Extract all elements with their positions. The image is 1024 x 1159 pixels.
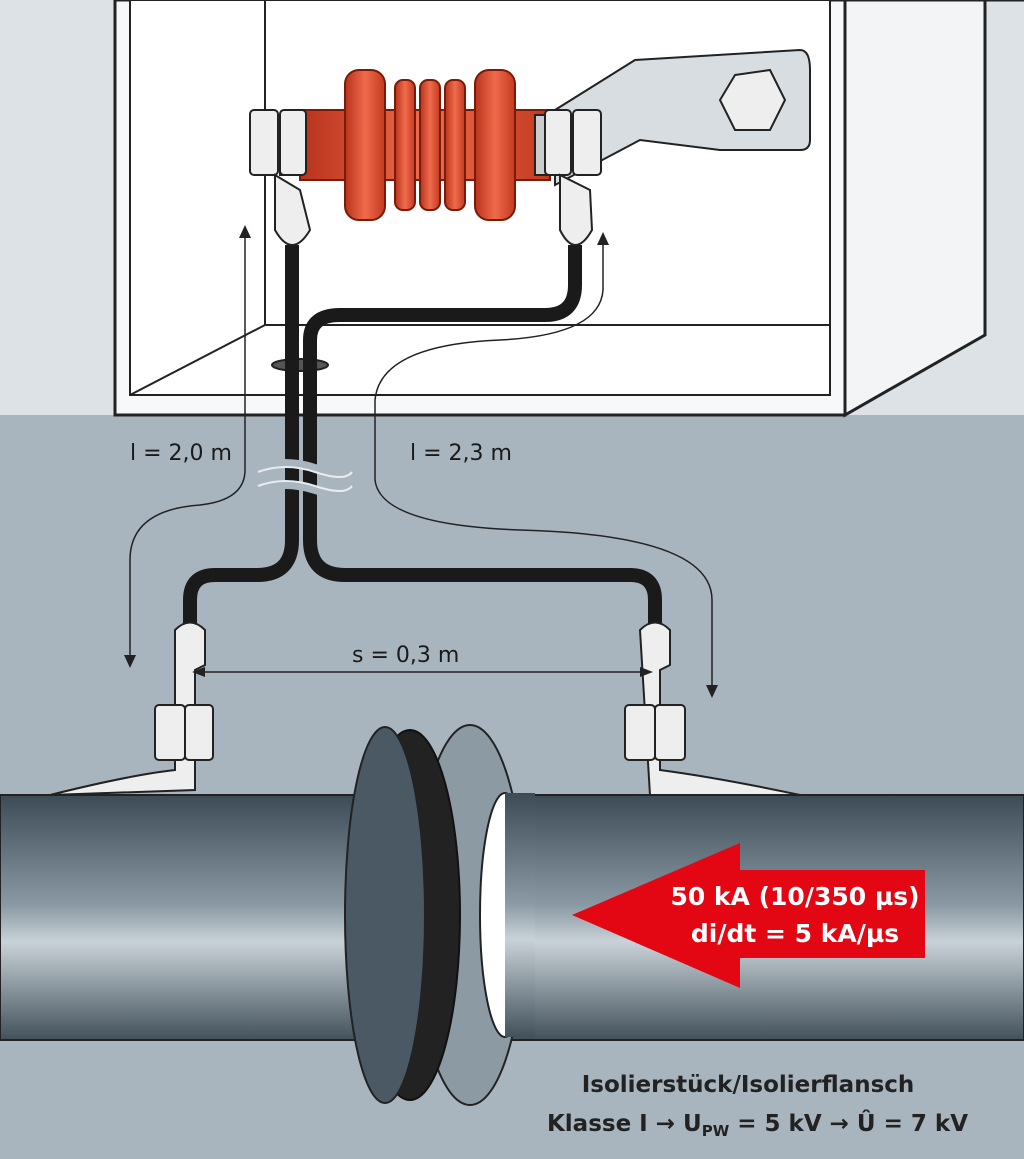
hex-bolt bbox=[718, 68, 787, 131]
arrow-heads bbox=[124, 225, 718, 698]
length-left-label: l = 2,0 m bbox=[130, 441, 232, 466]
cable-break-mark bbox=[253, 459, 358, 499]
surge-current-label: 50 kA (10/350 µs) bbox=[670, 882, 919, 911]
current-path-lines bbox=[129, 230, 713, 690]
cables bbox=[183, 245, 662, 635]
surge-rate-label: di/dt = 5 kA/µs bbox=[691, 919, 899, 948]
caption-rating: Klasse I → UPW = 5 kV → Û = 7 kV bbox=[547, 1109, 968, 1140]
insulating-flange bbox=[344, 724, 535, 1106]
terminal-nuts-top bbox=[249, 109, 602, 246]
pipe-clamps bbox=[49, 621, 801, 796]
length-right-label: l = 2,3 m bbox=[410, 441, 512, 466]
caption-title: Isolierstück/Isolierflansch bbox=[582, 1072, 915, 1098]
spacing-label: s = 0,3 m bbox=[352, 643, 459, 668]
surge-current-arrow bbox=[572, 843, 925, 988]
